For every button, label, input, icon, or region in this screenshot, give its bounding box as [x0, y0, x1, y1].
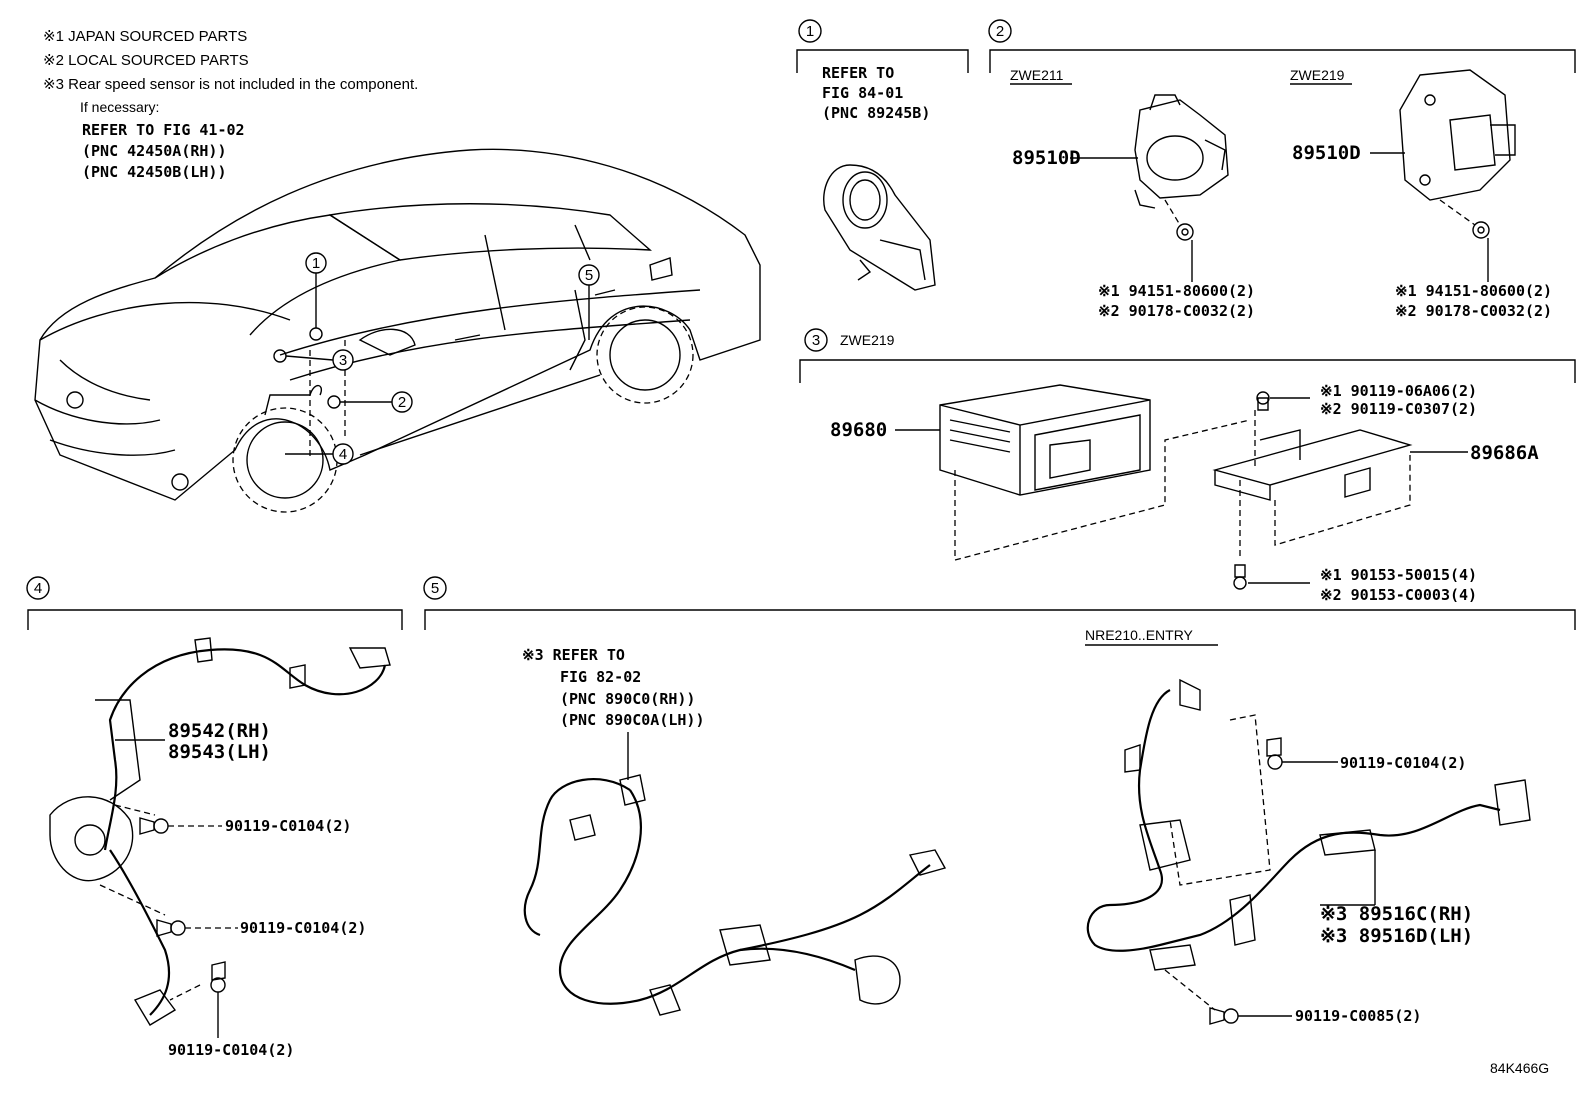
- s5-pnc-rh: (PNC 890C0(RH)): [560, 690, 695, 708]
- section-2-number: 2: [996, 23, 1004, 40]
- section-1: 1 REFER TO FIG 84-01 (PNC 89245B): [796, 19, 969, 291]
- s5-pnc-lh: (PNC 890C0A(LH)): [560, 711, 705, 729]
- ecu-module: [939, 384, 1151, 496]
- s5-fig: FIG 82-02: [560, 668, 641, 686]
- s3-model: ZWE219: [840, 332, 895, 348]
- callout-4: 4: [339, 446, 347, 463]
- car-callouts: 1 3 2 4 5: [273, 252, 600, 465]
- note-pnc-lh: (PNC 42450B(LH)): [82, 163, 227, 181]
- s3-bracket-part: 89686A: [1470, 442, 1539, 464]
- section-5-number: 5: [431, 580, 439, 597]
- s5-refer-to: ※3 REFER TO: [522, 646, 625, 664]
- car-illustration: [34, 148, 761, 513]
- note-rear-speed-sensor: ※3 Rear speed sensor is not included in …: [43, 76, 418, 93]
- s2-bolt-b2: ※2 90178-C0032(2): [1395, 302, 1552, 320]
- s3-bolt-4: ※2 90153-C0003(4): [1320, 586, 1477, 604]
- s3-bolt-2: ※2 90119-C0307(2): [1320, 400, 1477, 418]
- yaw-sensor-a: [1134, 94, 1229, 209]
- s3-ecu-part: 89680: [830, 419, 887, 441]
- s2-bolt-b1: ※1 94151-80600(2): [1395, 282, 1552, 300]
- note-pnc-rh: (PNC 42450A(RH)): [82, 142, 227, 160]
- s3-bolt-1: ※1 90119-06A06(2): [1320, 382, 1477, 400]
- s2-part-b: 89510D: [1292, 142, 1361, 164]
- callout-3: 3: [339, 352, 347, 369]
- s4-part-lh: 89543(LH): [168, 741, 271, 763]
- s3-bolt-3: ※1 90153-50015(4): [1320, 566, 1477, 584]
- section-5: 5 NRE210..ENTRY ※3 REFER TO FIG 82-02 (P…: [423, 576, 1576, 1025]
- callout-5: 5: [585, 267, 593, 284]
- s1-refer-to: REFER TO: [822, 64, 894, 82]
- callout-1: 1: [312, 255, 320, 272]
- s4-part-rh: 89542(RH): [168, 720, 271, 742]
- s4-bolt-1: 90119-C0104(2): [225, 817, 351, 835]
- note-if-necessary: If necessary:: [80, 99, 159, 115]
- note-local-sourced: ※2 LOCAL SOURCED PARTS: [43, 52, 249, 69]
- note-refer-fig: REFER TO FIG 41-02: [82, 121, 245, 139]
- section-3-number: 3: [812, 332, 820, 349]
- section-4: 4 89542(RH) 89543(LH) 90119-C0104(2) 901…: [26, 576, 403, 1059]
- figure-code: 84K466G: [1490, 1060, 1549, 1076]
- note-japan-sourced: ※1 JAPAN SOURCED PARTS: [43, 28, 247, 45]
- s2-part-a: 89510D: [1012, 147, 1081, 169]
- s5-part-lh: ※3 89516D(LH): [1320, 925, 1473, 947]
- s5-part-rh: ※3 89516C(RH): [1320, 903, 1473, 925]
- s4-bolt-3: 90119-C0104(2): [168, 1041, 294, 1059]
- section-2: 2 ZWE211 ZWE219 89510D ※1 94151-80600(2)…: [988, 19, 1576, 320]
- s2-model-zwe211: ZWE211: [1010, 67, 1064, 83]
- callout-2: 2: [398, 394, 406, 411]
- s5-bolt-1: 90119-C0104(2): [1340, 754, 1466, 772]
- s4-bolt-2: 90119-C0104(2): [240, 919, 366, 937]
- s1-pnc: (PNC 89245B): [822, 104, 930, 122]
- notes-block: ※1 JAPAN SOURCED PARTS ※2 LOCAL SOURCED …: [43, 28, 418, 181]
- section-1-number: 1: [806, 23, 814, 40]
- section-4-number: 4: [34, 580, 42, 597]
- section-3: 3 ZWE219 89680 89686A: [799, 328, 1576, 604]
- s5-bolt-2: 90119-C0085(2): [1295, 1007, 1421, 1025]
- steering-sensor-part: [823, 164, 936, 291]
- s2-bolt-a2: ※2 90178-C0032(2): [1098, 302, 1255, 320]
- s2-model-zwe219: ZWE219: [1290, 67, 1345, 83]
- yaw-sensor-b: [1399, 69, 1516, 201]
- ecu-bracket: [1212, 429, 1413, 501]
- s5-model: NRE210..ENTRY: [1085, 627, 1194, 643]
- s1-fig: FIG 84-01: [822, 84, 903, 102]
- s2-bolt-a1: ※1 94151-80600(2): [1098, 282, 1255, 300]
